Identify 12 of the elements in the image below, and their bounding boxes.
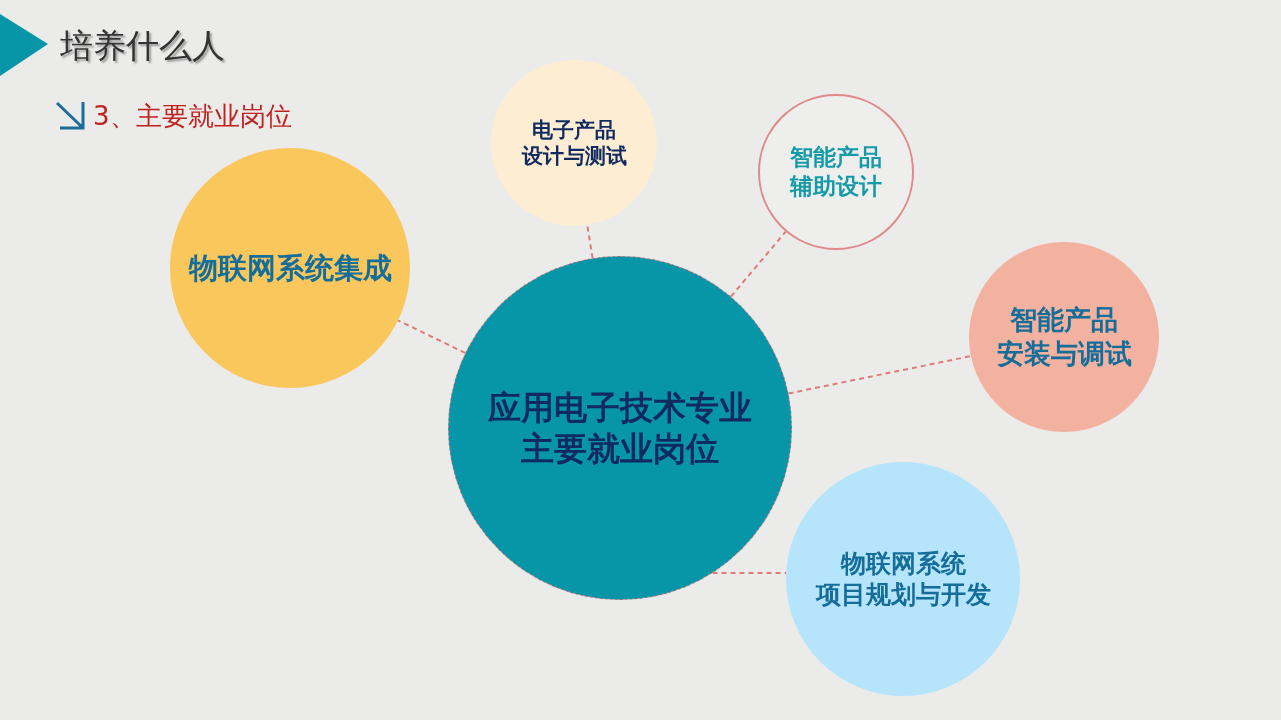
bubble-text: 智能产品辅助设计: [790, 143, 882, 201]
connector-line: [729, 230, 787, 298]
bubble-text: 电子产品设计与测试: [521, 116, 627, 170]
connector-line: [787, 355, 972, 395]
bubble-text: 应用电子技术专业主要就业岗位: [488, 386, 752, 470]
slide-title: 培养什么人: [60, 25, 225, 67]
bubble-text: 智能产品安装与调试: [996, 303, 1132, 371]
bubble-text: 物联网系统集成: [188, 249, 392, 287]
section-heading: 3、主要就业岗位: [93, 100, 292, 133]
connector-line: [711, 572, 788, 574]
bubble-text: 物联网系统项目规划与开发: [815, 547, 991, 611]
connector-line: [397, 319, 467, 354]
